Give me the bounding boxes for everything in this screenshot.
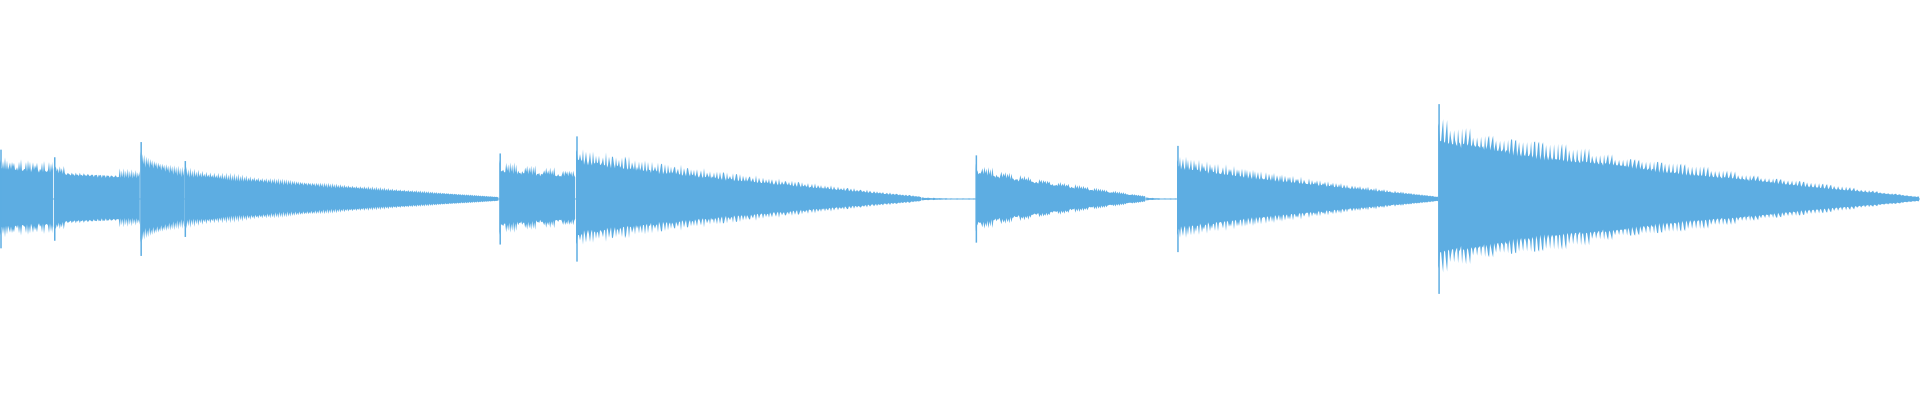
waveform-segment-5 bbox=[499, 159, 576, 235]
waveform-segment-6 bbox=[576, 148, 921, 246]
waveform-segment-11 bbox=[1438, 118, 1920, 273]
waveform-segment-10 bbox=[1177, 156, 1438, 238]
waveform-segment-1 bbox=[0, 157, 53, 238]
waveform-segment-4 bbox=[184, 166, 499, 229]
waveform-segment-8 bbox=[975, 163, 1146, 232]
waveform-segment-2 bbox=[53, 166, 140, 230]
waveform-segment-3 bbox=[140, 151, 185, 243]
